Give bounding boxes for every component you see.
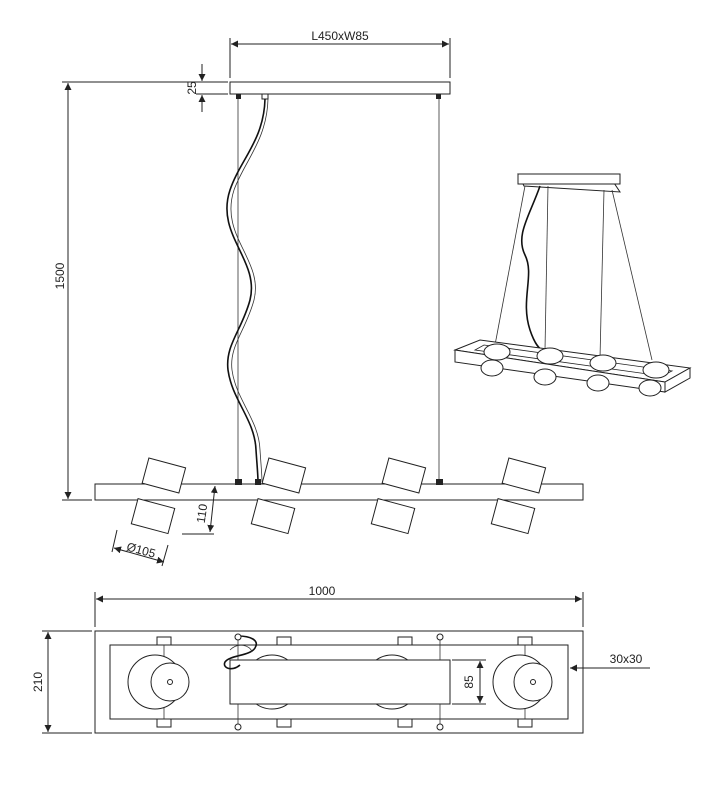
plan-spot-4	[492, 636, 553, 728]
canopy-height-label: 25	[185, 81, 199, 95]
spotlight-1	[130, 457, 187, 535]
perspective-view	[453, 173, 692, 397]
shade-diameter-label: Ø105	[125, 540, 157, 561]
spotlight-2	[250, 457, 307, 535]
profile-label: 30x30	[610, 652, 643, 666]
center-block	[229, 659, 451, 705]
canopy-size-label: L450xW85	[311, 29, 369, 43]
power-cable	[226, 98, 266, 483]
front-elevation-view: L450xW85 25 1500 110 Ø105	[53, 29, 584, 567]
spotlight-3	[370, 457, 427, 535]
center-block-label: 85	[462, 675, 476, 689]
bar-length-label: 1000	[309, 584, 336, 598]
canopy	[229, 81, 451, 95]
spotlight-4	[490, 457, 547, 535]
total-height-label: 1500	[53, 262, 67, 289]
plan-spot-1	[127, 636, 190, 728]
plan-view: 1000 210 85 30x30	[31, 584, 650, 734]
bar-width-label: 210	[31, 672, 45, 692]
shade-height-label: 110	[194, 503, 211, 524]
